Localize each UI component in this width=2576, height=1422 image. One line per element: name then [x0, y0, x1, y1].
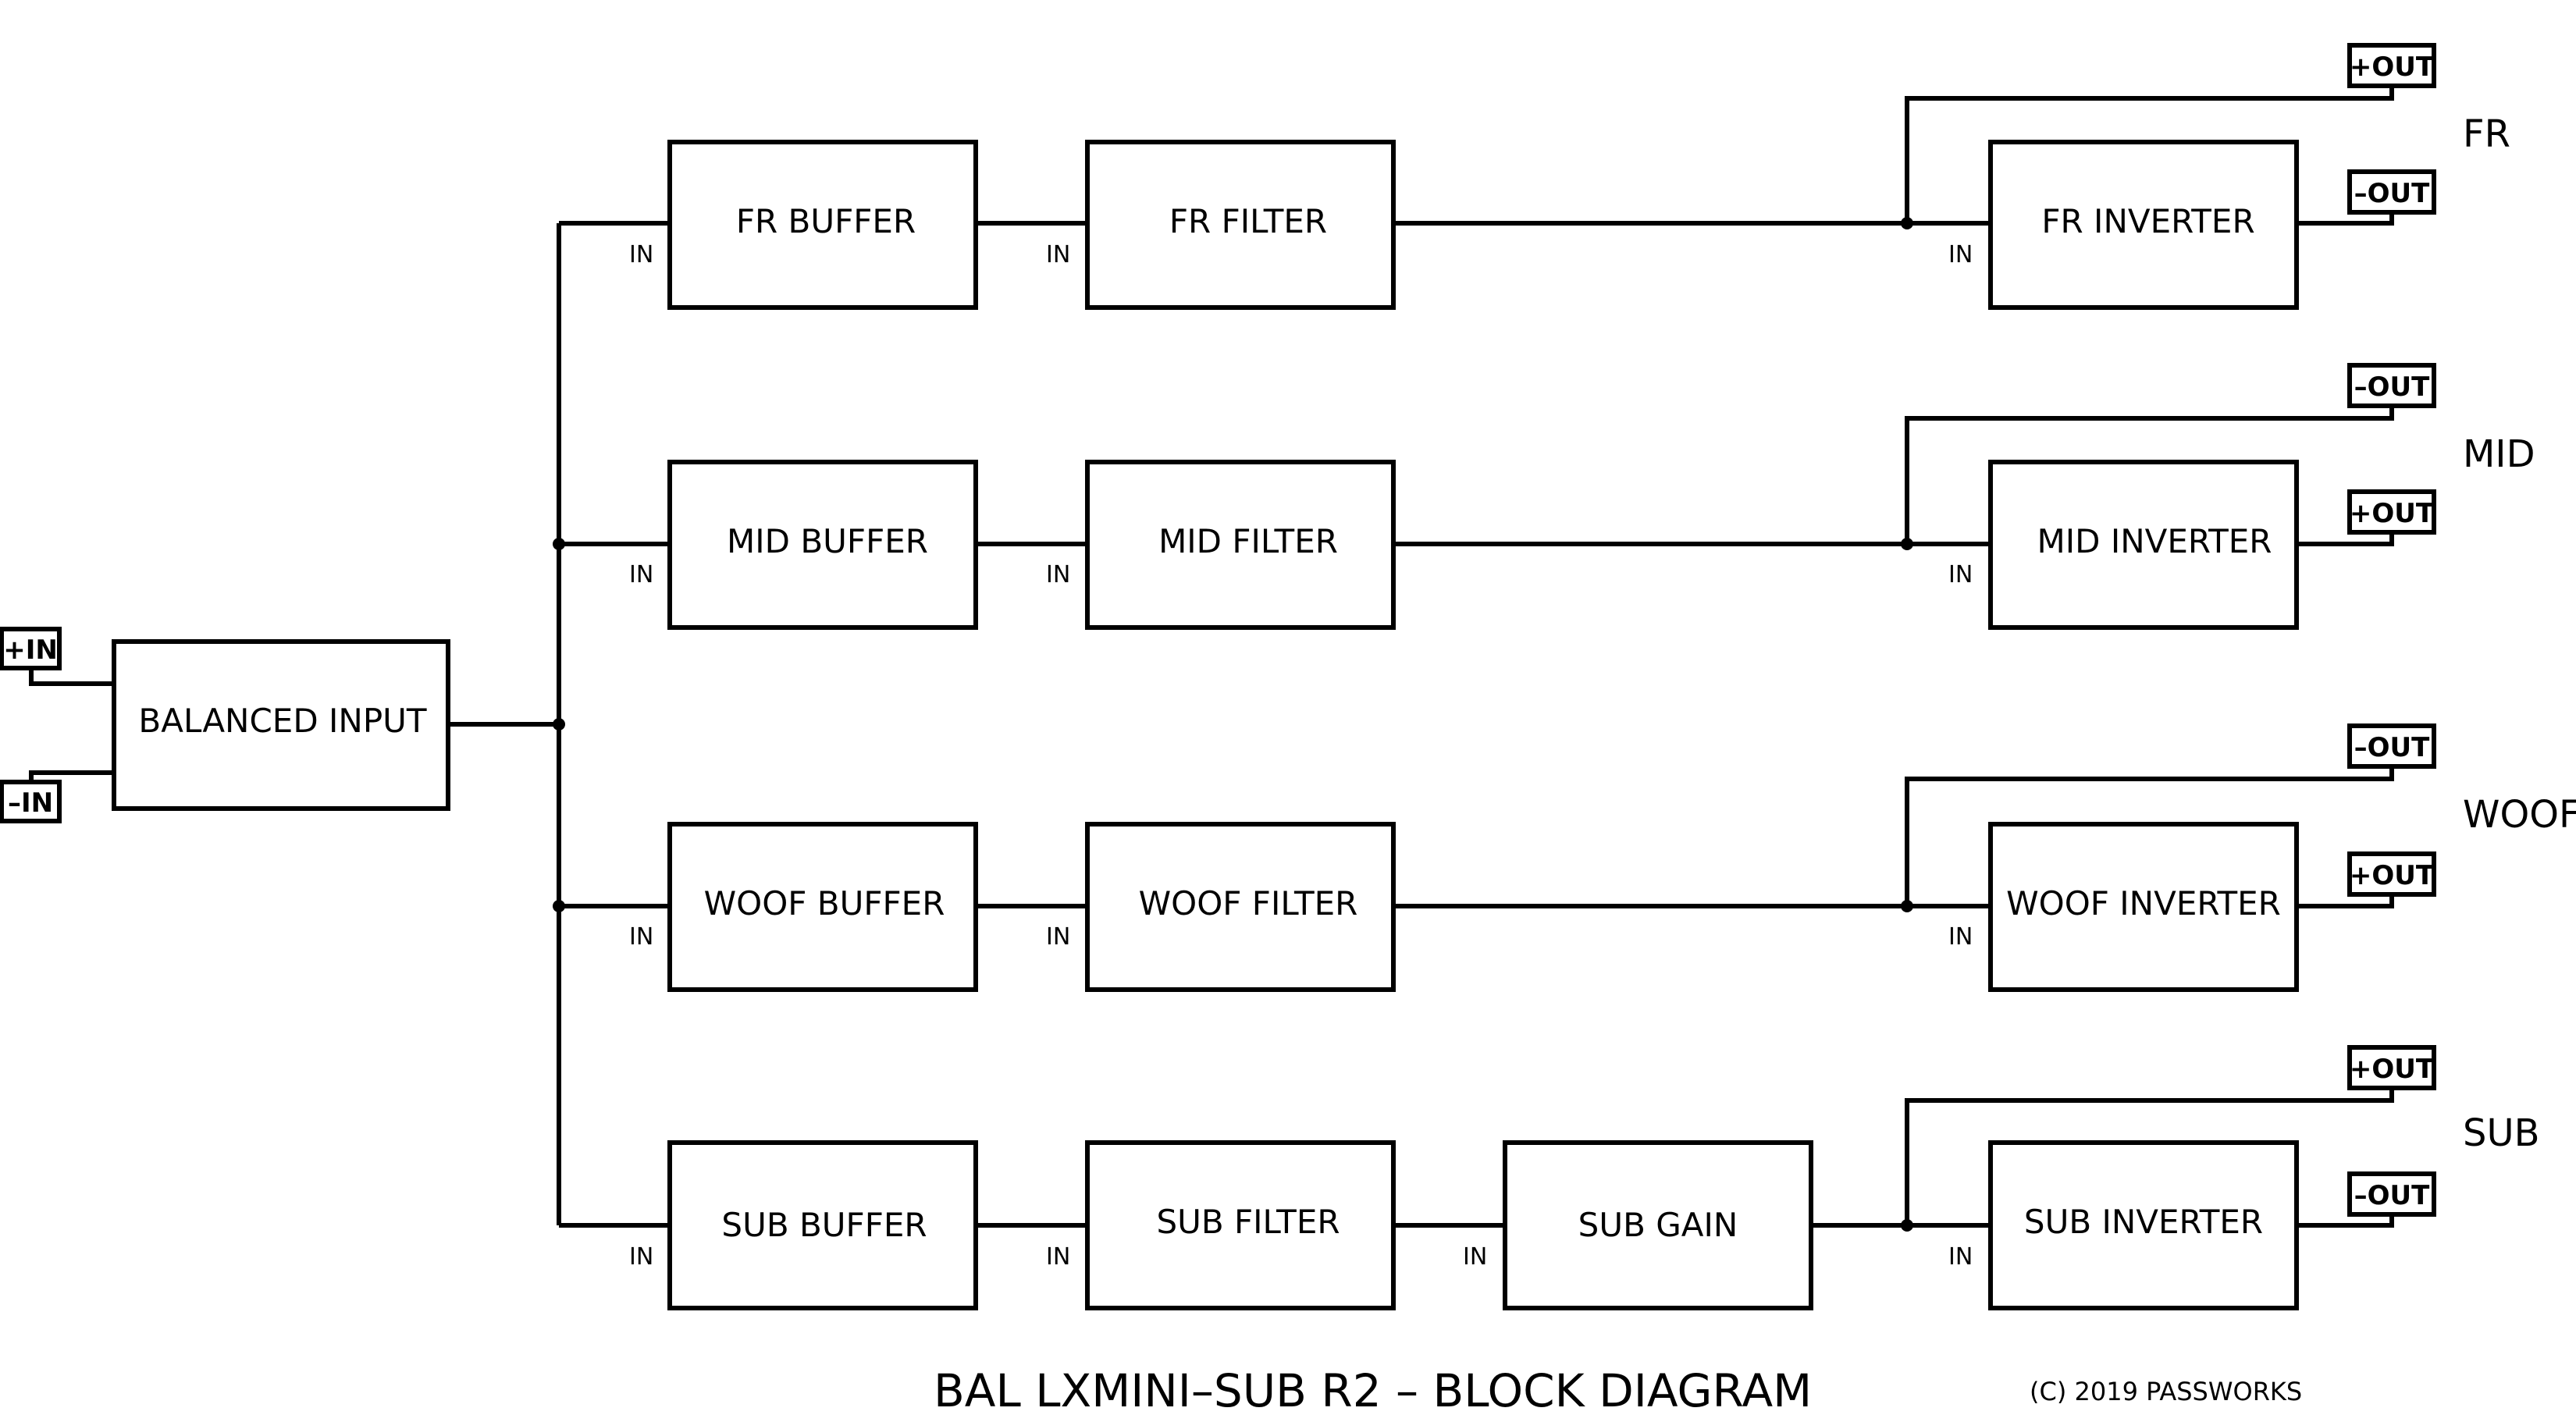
- mid-filter-label: MID FILTER: [1158, 522, 1338, 560]
- mid-filter-block: [1085, 460, 1396, 630]
- woof-out-bottom-label: +OUT: [2350, 860, 2435, 891]
- mid-bottom-out-wire: [2297, 532, 2394, 546]
- balanced-input-label: BALANCED INPUT: [138, 702, 426, 740]
- woof-out-top-label: –OUT: [2354, 732, 2431, 763]
- fr-inverter-label: FR INVERTER: [2041, 202, 2254, 240]
- fr-buffer-in-label: IN: [629, 241, 653, 268]
- fr-top-out-wire: [1905, 86, 2394, 223]
- fr-buffer-label: FR BUFFER: [736, 202, 916, 240]
- copyright-notice: (C) 2019 PASSWORKS: [2030, 1377, 2302, 1406]
- channel-mid: MID BUFFER IN MID FILTER IN MID INVERTER…: [629, 363, 2535, 630]
- woof-buffer-in-label: IN: [629, 923, 653, 951]
- minus-in-wire: [29, 770, 114, 782]
- fr-out-top-label: +OUT: [2350, 52, 2435, 83]
- mid-buffer-in-label: IN: [629, 561, 653, 588]
- plus-in-label: +IN: [3, 635, 58, 666]
- woof-inverter-in-label: IN: [1948, 923, 1973, 951]
- sub-out-bottom-port: [2347, 1171, 2436, 1217]
- fr-channel-label: FR: [2463, 112, 2510, 156]
- fr-buffer-block: [667, 140, 978, 310]
- balanced-input-block: [112, 639, 450, 811]
- fr-bottom-out-wire: [2297, 212, 2394, 226]
- mid-out-bottom-port: [2347, 489, 2436, 535]
- sub-out-bottom-label: –OUT: [2354, 1180, 2431, 1211]
- woof-buffer-block: [667, 822, 978, 992]
- fr-out-top-port: [2347, 43, 2436, 88]
- bus-junction-mid: [553, 538, 565, 550]
- mid-buffer-label: MID BUFFER: [727, 522, 928, 560]
- sub-inverter-in-label: IN: [1948, 1243, 1973, 1271]
- channel-sub: SUB BUFFER IN SUB FILTER IN SUB GAIN IN …: [629, 1045, 2540, 1310]
- minus-in-label: –IN: [8, 787, 53, 819]
- mid-filter-in-label: IN: [1046, 561, 1070, 588]
- woof-out-bottom-port: [2347, 851, 2436, 897]
- bus-junction-woof: [553, 900, 565, 912]
- sub-out-top-label: +OUT: [2350, 1054, 2435, 1085]
- mid-top-out-wire: [1905, 406, 2394, 544]
- fr-inverter-in-label: IN: [1948, 241, 1973, 268]
- sub-buffer-block: [667, 1140, 978, 1310]
- mid-out-bottom-label: +OUT: [2350, 498, 2435, 529]
- woof-buffer-label: WOOF BUFFER: [704, 884, 945, 923]
- woof-filter-block: [1085, 822, 1396, 992]
- sub-bottom-out-wire: [2297, 1214, 2394, 1228]
- channel-fr: FR BUFFER IN FR FILTER IN FR INVERTER IN…: [629, 43, 2510, 310]
- mid-channel-label: MID: [2463, 432, 2535, 476]
- woof-top-out-wire: [1905, 766, 2394, 906]
- woof-filter-in-label: IN: [1046, 923, 1070, 951]
- woof-filter-label: WOOF FILTER: [1139, 884, 1358, 923]
- fr-filter-block: [1085, 140, 1396, 310]
- sub-channel-label: SUB: [2463, 1111, 2540, 1155]
- channel-woof: WOOF BUFFER IN WOOF FILTER IN WOOF INVER…: [629, 723, 2576, 992]
- diagram-title: BAL LXMINI–SUB R2 – BLOCK DIAGRAM: [934, 1364, 1812, 1417]
- woof-inverter-block: [1988, 822, 2299, 992]
- woof-bottom-out-wire: [2297, 894, 2394, 908]
- fr-out-bottom-port: [2347, 169, 2436, 215]
- mid-inverter-label: MID INVERTER: [2037, 522, 2272, 560]
- sub-gain-in-label: IN: [1463, 1243, 1487, 1271]
- woof-channel-label: WOOF: [2463, 793, 2576, 837]
- sub-gain-label: SUB GAIN: [1578, 1206, 1738, 1244]
- mid-inverter-in-label: IN: [1948, 561, 1973, 588]
- distribution-bus: [553, 221, 670, 1228]
- input-section: +IN –IN BALANCED INPUT: [0, 627, 565, 823]
- woof-inverter-label: WOOF INVERTER: [2006, 884, 2281, 923]
- sub-inverter-label: SUB INVERTER: [2024, 1203, 2263, 1241]
- sub-filter-label: SUB FILTER: [1156, 1203, 1340, 1241]
- sub-filter-in-label: IN: [1046, 1243, 1070, 1271]
- plus-in-wire: [29, 668, 114, 686]
- sub-top-out-wire: [1905, 1088, 2394, 1225]
- mid-out-top-label: –OUT: [2354, 371, 2431, 403]
- sub-buffer-in-label: IN: [629, 1243, 653, 1271]
- sub-gain-block: [1503, 1140, 1813, 1310]
- fr-filter-in-label: IN: [1046, 241, 1070, 268]
- mid-buffer-block: [667, 460, 978, 630]
- mid-out-top-port: [2347, 363, 2436, 408]
- mid-inverter-block: [1988, 460, 2299, 630]
- sub-out-top-port: [2347, 1045, 2436, 1090]
- fr-out-bottom-label: –OUT: [2354, 178, 2431, 209]
- sub-buffer-label: SUB BUFFER: [721, 1206, 927, 1244]
- fr-filter-label: FR FILTER: [1169, 202, 1327, 240]
- woof-out-top-port: [2347, 723, 2436, 769]
- fr-inverter-block: [1988, 140, 2299, 310]
